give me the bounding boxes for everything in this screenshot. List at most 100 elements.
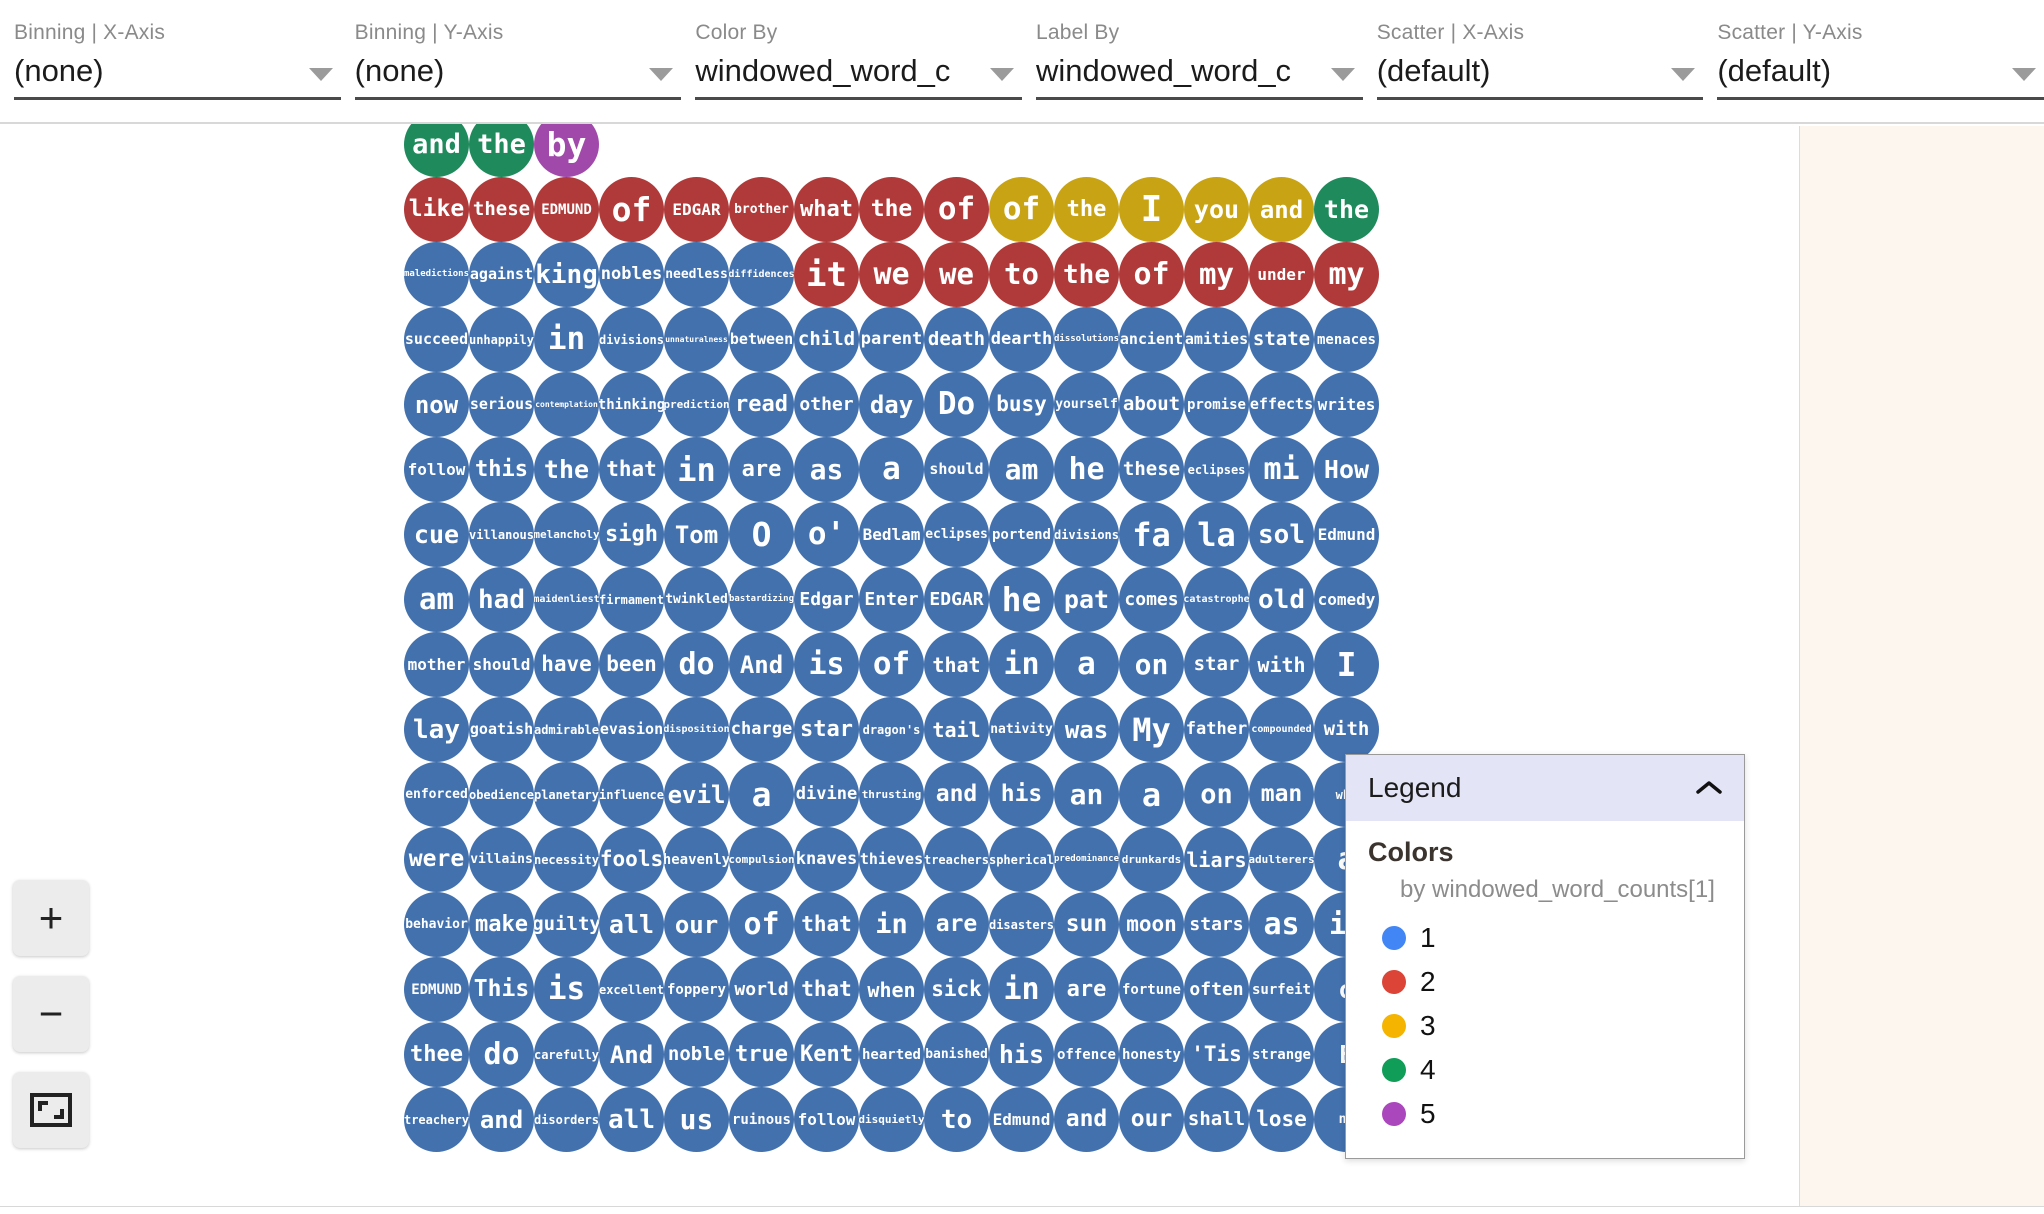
bubble-point[interactable]: follow <box>404 437 469 502</box>
bubble-point[interactable]: make <box>469 892 534 957</box>
bubble-point[interactable]: succeed <box>404 307 469 372</box>
bubble-point[interactable]: an <box>1054 762 1119 827</box>
bubble-point[interactable]: the <box>469 124 534 177</box>
bubble-point[interactable]: I <box>1314 632 1379 697</box>
bubble-point[interactable]: influence <box>599 762 664 827</box>
bubble-point[interactable]: the <box>1314 177 1379 242</box>
bubble-point[interactable]: amities <box>1184 307 1249 372</box>
bubble-point[interactable]: charge <box>729 697 794 762</box>
bubble-point[interactable]: divisions <box>1054 502 1119 567</box>
bubble-point[interactable]: were <box>404 827 469 892</box>
bubble-point[interactable]: serious <box>469 372 534 437</box>
bubble-point[interactable]: he <box>989 567 1054 632</box>
bubble-point[interactable]: and <box>924 762 989 827</box>
bubble-point[interactable]: his <box>989 762 1054 827</box>
bubble-point[interactable]: these <box>1119 437 1184 502</box>
bubble-point[interactable]: thrusting <box>859 762 924 827</box>
chevron-down-icon[interactable] <box>649 68 674 81</box>
legend-item[interactable]: 3 <box>1368 1004 1744 1048</box>
bubble-point[interactable]: heavenly <box>664 827 729 892</box>
bubble-point[interactable]: dearth <box>989 307 1054 372</box>
bubble-point[interactable]: fa <box>1119 502 1184 567</box>
bubble-point[interactable]: his <box>989 1022 1054 1087</box>
bubble-point[interactable]: pat <box>1054 567 1119 632</box>
bubble-point[interactable]: thee <box>404 1022 469 1087</box>
bubble-point[interactable]: honesty <box>1119 1022 1184 1087</box>
bubble-point[interactable]: my <box>1184 242 1249 307</box>
bubble-point[interactable]: guilty <box>534 892 599 957</box>
bubble-point[interactable]: the <box>534 437 599 502</box>
bubble-point[interactable]: diffidences <box>729 242 794 307</box>
bubble-point[interactable]: prediction <box>664 372 729 437</box>
bubble-point[interactable]: O <box>729 502 794 567</box>
bubble-point[interactable]: us <box>664 1087 729 1152</box>
chevron-down-icon[interactable] <box>990 68 1015 81</box>
bubble-point[interactable]: This <box>469 957 534 1022</box>
chevron-down-icon[interactable] <box>308 68 333 81</box>
bubble-point[interactable]: ruinous <box>729 1087 794 1152</box>
bubble-point[interactable]: necessity <box>534 827 599 892</box>
scatter-x-select[interactable]: (default) <box>1376 48 1704 100</box>
bubble-point[interactable]: planetary <box>534 762 599 827</box>
bubble-point[interactable]: is <box>794 632 859 697</box>
bubble-point[interactable]: when <box>859 957 924 1022</box>
bubble-point[interactable]: in <box>534 307 599 372</box>
bubble-point[interactable]: surfeit <box>1249 957 1314 1022</box>
bubble-point[interactable]: EDGAR <box>924 567 989 632</box>
bubble-point[interactable]: Edmund <box>1314 502 1379 567</box>
bubble-point[interactable]: the <box>1054 177 1119 242</box>
legend-item[interactable]: 5 <box>1368 1092 1744 1136</box>
bubble-point[interactable]: lose <box>1249 1087 1314 1152</box>
bubble-point[interactable]: unnaturalness <box>664 307 729 372</box>
bubble-point[interactable]: of <box>1119 242 1184 307</box>
bubble-point[interactable]: evasion <box>599 697 664 762</box>
bubble-point[interactable]: fortune <box>1119 957 1184 1022</box>
bubble-point[interactable]: what <box>794 177 859 242</box>
bubble-point[interactable]: are <box>729 437 794 502</box>
bubble-point[interactable]: bastardizing <box>729 567 794 632</box>
control-scatter-y[interactable]: Scatter | Y-Axis (default) <box>1717 0 2044 100</box>
bubble-point[interactable]: and <box>404 124 469 177</box>
bubble-point[interactable]: Edmund <box>989 1087 1054 1152</box>
bubble-point[interactable]: parent <box>859 307 924 372</box>
bubble-point[interactable]: eclipses <box>924 502 989 567</box>
bubble-point[interactable]: death <box>924 307 989 372</box>
bubble-point[interactable]: And <box>729 632 794 697</box>
bubble-point[interactable]: against <box>469 242 534 307</box>
bubble-point[interactable]: And <box>599 1022 664 1087</box>
bubble-point[interactable]: disposition <box>664 697 729 762</box>
bubble-point[interactable]: writes <box>1314 372 1379 437</box>
legend-item[interactable]: 2 <box>1368 960 1744 1004</box>
bubble-point[interactable]: ancient <box>1119 307 1184 372</box>
bubble-point[interactable]: offence <box>1054 1022 1119 1087</box>
bubble-point[interactable]: our <box>664 892 729 957</box>
bubble-point[interactable]: that <box>599 437 664 502</box>
bubble-point[interactable]: moon <box>1119 892 1184 957</box>
bubble-point[interactable]: old <box>1249 567 1314 632</box>
bubble-point[interactable]: compulsion <box>729 827 794 892</box>
bubble-point[interactable]: and <box>469 1087 534 1152</box>
bubble-point[interactable]: Do <box>924 372 989 437</box>
bubble-point[interactable]: melancholy <box>534 502 599 567</box>
bubble-point[interactable]: hearted <box>859 1022 924 1087</box>
bubble-point[interactable]: fools <box>599 827 664 892</box>
bubble-point[interactable]: promise <box>1184 372 1249 437</box>
bubble-point[interactable]: you <box>1184 177 1249 242</box>
bubble-point[interactable]: he <box>1054 437 1119 502</box>
bubble-point[interactable]: of <box>989 177 1054 242</box>
bubble-point[interactable]: mother <box>404 632 469 697</box>
bubble-point[interactable]: spherical <box>989 827 1054 892</box>
bubble-point[interactable]: as <box>794 437 859 502</box>
bubble-point[interactable]: behavior <box>404 892 469 957</box>
bubble-point[interactable]: am <box>404 567 469 632</box>
bubble-point[interactable]: drunkards <box>1119 827 1184 892</box>
bubble-point[interactable]: brother <box>729 177 794 242</box>
bubble-point[interactable]: is <box>534 957 599 1022</box>
legend-panel[interactable]: Legend Colors by windowed_word_counts[1]… <box>1345 754 1745 1159</box>
bubble-point[interactable]: nobles <box>599 242 664 307</box>
control-binning-x[interactable]: Binning | X-Axis (none) <box>14 0 341 100</box>
bubble-point[interactable]: sun <box>1054 892 1119 957</box>
